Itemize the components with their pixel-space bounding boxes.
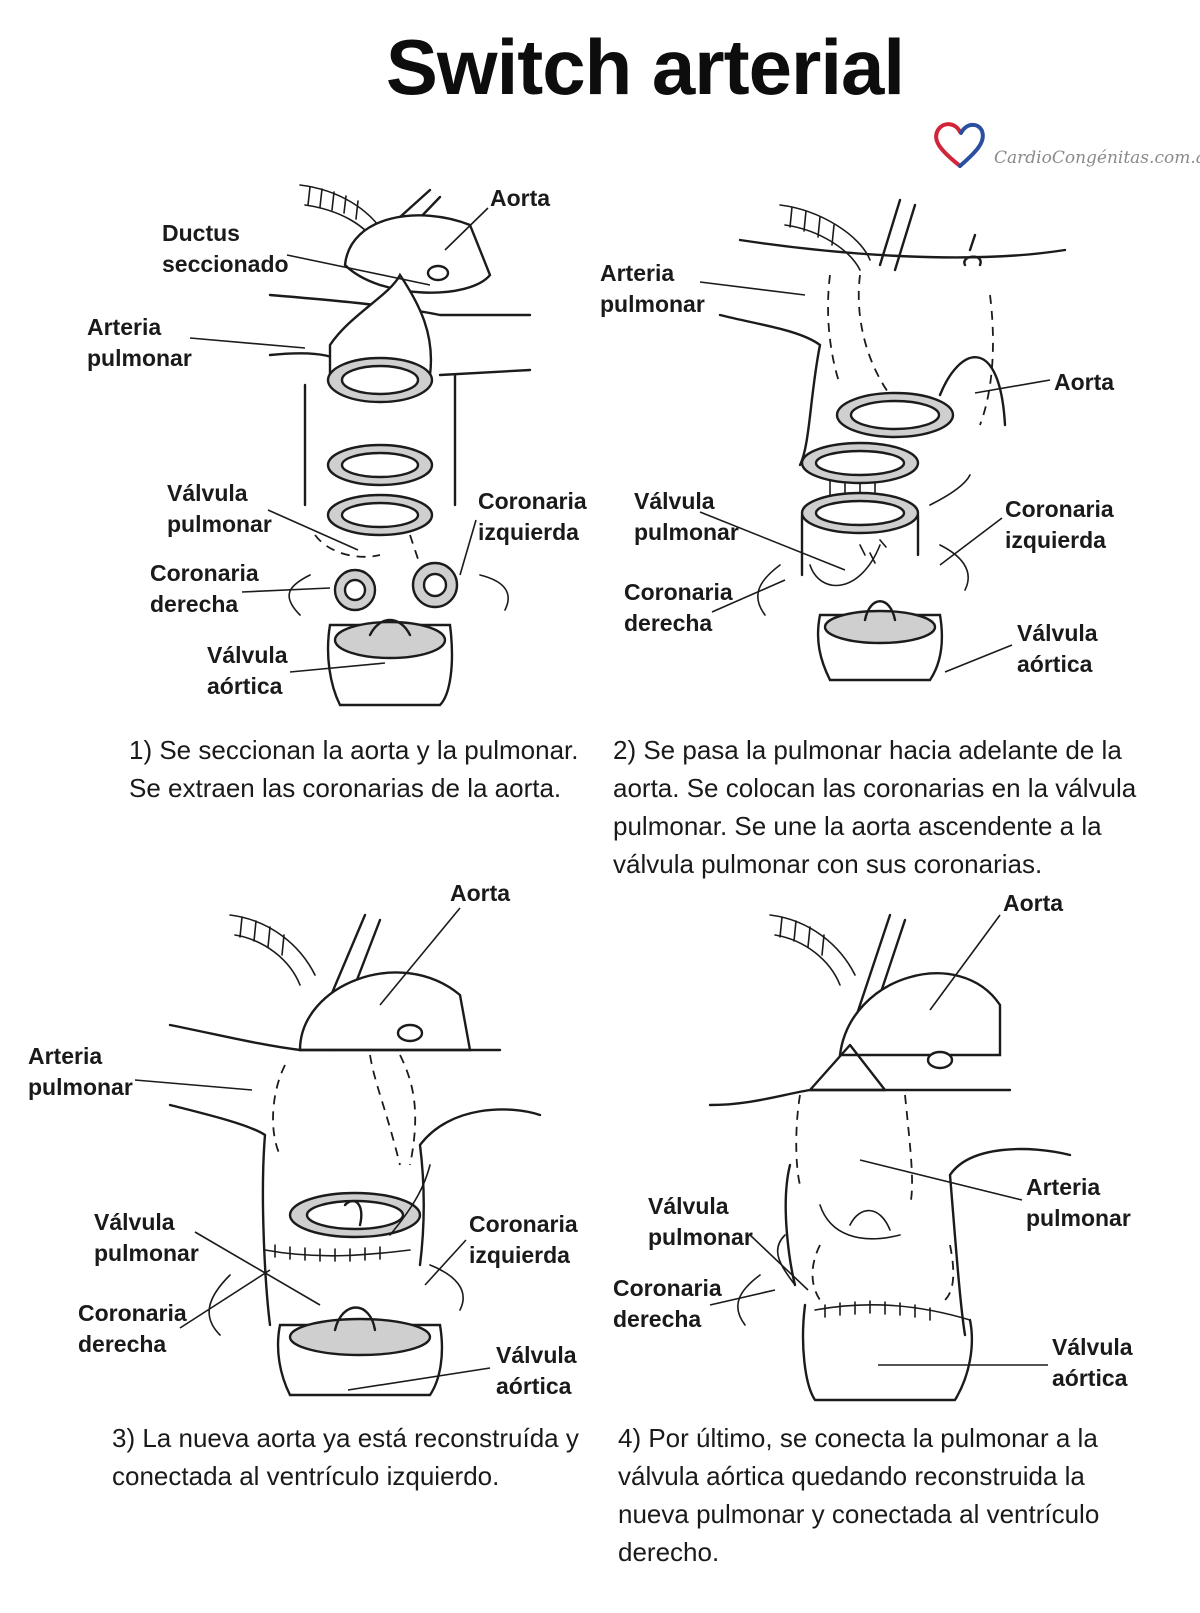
label-valvula-aortica-3: Válvula aórtica (496, 1342, 577, 1399)
label-arteria-pulmonar-3: Arteria pulmonar (28, 1043, 133, 1100)
label-aorta-2: Aorta (1054, 369, 1115, 395)
panel-1-illustration (268, 184, 532, 707)
label-arteria-pulmonar-2: Arteria pulmonar (600, 260, 705, 317)
logo-text: CardioCongénitas.com.ar (994, 148, 1200, 168)
panel-2-illustration (718, 198, 1067, 682)
label-aorta-1: Aorta (490, 185, 551, 211)
caption-1: 1) Se seccionan la aorta y la pulmonar. … (129, 735, 579, 803)
panel-3-illustration (168, 913, 542, 1397)
panel-4-illustration (708, 913, 1072, 1402)
label-aorta-4: Aorta (1003, 890, 1064, 916)
label-coronaria-izquierda-1: Coronaria izquierda (478, 488, 587, 545)
label-ductus-1: Ductus seccionado (162, 220, 289, 277)
label-coronaria-derecha-4: Coronaria derecha (613, 1275, 722, 1332)
label-valvula-aortica-2: Válvula aórtica (1017, 620, 1098, 677)
label-valvula-aortica-4: Válvula aórtica (1052, 1334, 1133, 1391)
label-valvula-pulmonar-3: Válvula pulmonar (94, 1209, 199, 1266)
caption-4: 4) Por último, se conecta la pulmonar a … (618, 1423, 1100, 1567)
label-aorta-3: Aorta (450, 880, 511, 906)
label-coronaria-derecha-3: Coronaria derecha (78, 1300, 187, 1357)
heart-logo-icon (934, 122, 985, 168)
caption-2: 2) Se pasa la pulmonar hacia adelante de… (613, 735, 1137, 879)
label-arteria-pulmonar-1: Arteria pulmonar (87, 314, 192, 371)
label-valvula-pulmonar-1: Válvula pulmonar (167, 480, 272, 537)
label-coronaria-derecha-1: Coronaria derecha (150, 560, 259, 617)
label-valvula-pulmonar-4: Válvula pulmonar (648, 1193, 753, 1250)
label-coronaria-derecha-2: Coronaria derecha (624, 579, 733, 636)
label-arteria-pulmonar-4: Arteria pulmonar (1026, 1174, 1131, 1231)
page-title: Switch arterial (385, 23, 905, 111)
caption-3: 3) La nueva aorta ya está reconstruída y… (112, 1423, 579, 1491)
label-valvula-aortica-1: Válvula aórtica (207, 642, 288, 699)
label-coronaria-izquierda-3: Coronaria izquierda (469, 1211, 578, 1268)
label-valvula-pulmonar-2: Válvula pulmonar (634, 488, 739, 545)
label-coronaria-izquierda-2: Coronaria izquierda (1005, 496, 1114, 553)
